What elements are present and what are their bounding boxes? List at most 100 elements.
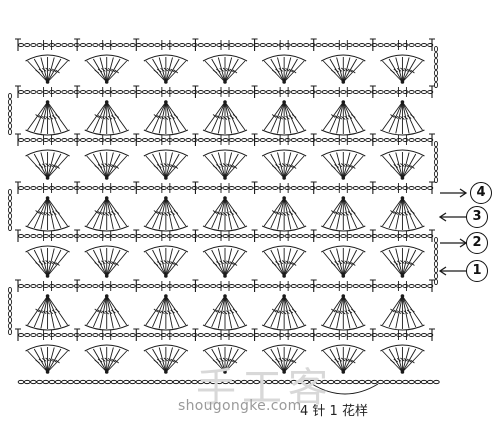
chain-stitch — [179, 90, 186, 94]
chain-stitch — [228, 43, 235, 47]
chain-stitch — [265, 284, 273, 288]
chain-stitch — [389, 333, 397, 337]
treble-bar — [216, 164, 221, 168]
treble-bar — [173, 165, 179, 169]
fan-arc — [261, 54, 307, 62]
chain-stitch — [247, 90, 254, 94]
chain-stitch — [222, 333, 229, 337]
foundation-chain — [253, 379, 260, 385]
chain-stitch — [427, 333, 434, 337]
treble-bar — [396, 357, 402, 362]
chain-stitch — [414, 234, 421, 238]
treble-bar — [222, 310, 228, 315]
fan-arc — [321, 324, 366, 331]
treble-bar — [400, 67, 405, 72]
treble-bar — [166, 310, 172, 315]
treble-bar — [393, 164, 399, 168]
chain-stitch — [123, 284, 130, 288]
foundation-chain — [377, 379, 384, 385]
treble-bar — [396, 115, 402, 120]
treble-bar — [51, 211, 57, 215]
treble-bar — [393, 115, 399, 119]
chain-stitch — [86, 43, 93, 47]
chain-stitch — [327, 43, 335, 47]
treble-bar — [216, 358, 221, 363]
treble-bar — [35, 114, 40, 118]
chain-stitch — [321, 43, 328, 47]
treble-bar — [111, 309, 116, 314]
fan-base-dot — [400, 176, 405, 180]
chain-stitch — [67, 90, 74, 94]
treble-bar — [212, 69, 218, 74]
chain-stitch — [420, 284, 428, 288]
foundation-chain — [278, 379, 285, 385]
chain-stitch — [259, 333, 266, 337]
foundation-chain — [79, 379, 87, 385]
treble-bar — [396, 211, 402, 216]
chain-stitch — [179, 43, 186, 47]
foundation-chain — [172, 379, 180, 385]
treble-bar — [163, 310, 169, 315]
treble-bar — [275, 211, 280, 215]
treble-bar — [48, 115, 54, 120]
chain-stitch — [67, 333, 74, 337]
fan-base-dot — [400, 274, 405, 278]
chain-stitch — [86, 333, 93, 337]
treble-bar — [334, 261, 339, 265]
fan-base-dot — [282, 294, 286, 298]
foundation-chain — [98, 379, 105, 385]
treble-bar — [403, 211, 409, 216]
turning-chain — [7, 98, 13, 106]
chain-stitch — [396, 234, 403, 238]
treble-bar — [170, 211, 175, 215]
fan-arc — [84, 324, 129, 331]
turning-chain — [433, 248, 439, 256]
fan-base-dot — [341, 274, 346, 278]
chain-stitch — [222, 186, 229, 190]
chain-stitch — [24, 43, 31, 47]
treble-bar — [38, 358, 44, 363]
treble-bar — [226, 67, 231, 72]
chain-stitch — [191, 186, 198, 190]
chain-stitch — [365, 186, 372, 190]
fan-arc — [25, 149, 70, 157]
chain-stitch — [61, 43, 68, 47]
chain-stitch — [427, 90, 434, 94]
chain-stitch — [228, 333, 235, 337]
treble-bar — [275, 68, 280, 73]
treble-bar — [153, 359, 159, 364]
turning-chain — [7, 122, 13, 130]
treble-bar — [51, 115, 57, 119]
fan-base-dot — [341, 80, 346, 84]
chain-stitch — [185, 333, 192, 337]
treble-bar — [291, 69, 297, 74]
chain-stitch — [346, 333, 353, 337]
chain-stitch — [315, 43, 322, 47]
chain-stitch — [253, 43, 260, 47]
fan-base-dot — [45, 100, 50, 104]
chain-stitch — [67, 186, 74, 190]
chain-stitch — [104, 43, 111, 47]
chain-stitch — [160, 234, 167, 238]
treble-bar — [393, 261, 399, 265]
chain-stitch — [67, 138, 74, 142]
chain-stitch — [296, 43, 304, 47]
turning-chain — [433, 278, 439, 286]
treble-bar — [153, 308, 159, 313]
chain-stitch — [247, 234, 254, 238]
chain-stitch — [259, 43, 266, 47]
treble-bar — [344, 260, 349, 265]
chain-stitch — [234, 43, 242, 47]
chain-stitch — [79, 234, 87, 238]
treble-bar — [216, 261, 221, 265]
chain-stitch — [61, 90, 68, 94]
chain-stitch — [303, 234, 310, 238]
chain-stitch — [414, 90, 421, 94]
turning-chain — [7, 328, 13, 336]
foundation-chain — [191, 379, 198, 385]
chain-stitch — [86, 234, 93, 238]
fan-arc — [261, 324, 307, 331]
chain-stitch — [396, 43, 403, 47]
chain-stitch — [86, 186, 93, 190]
treble-bar — [288, 261, 294, 265]
